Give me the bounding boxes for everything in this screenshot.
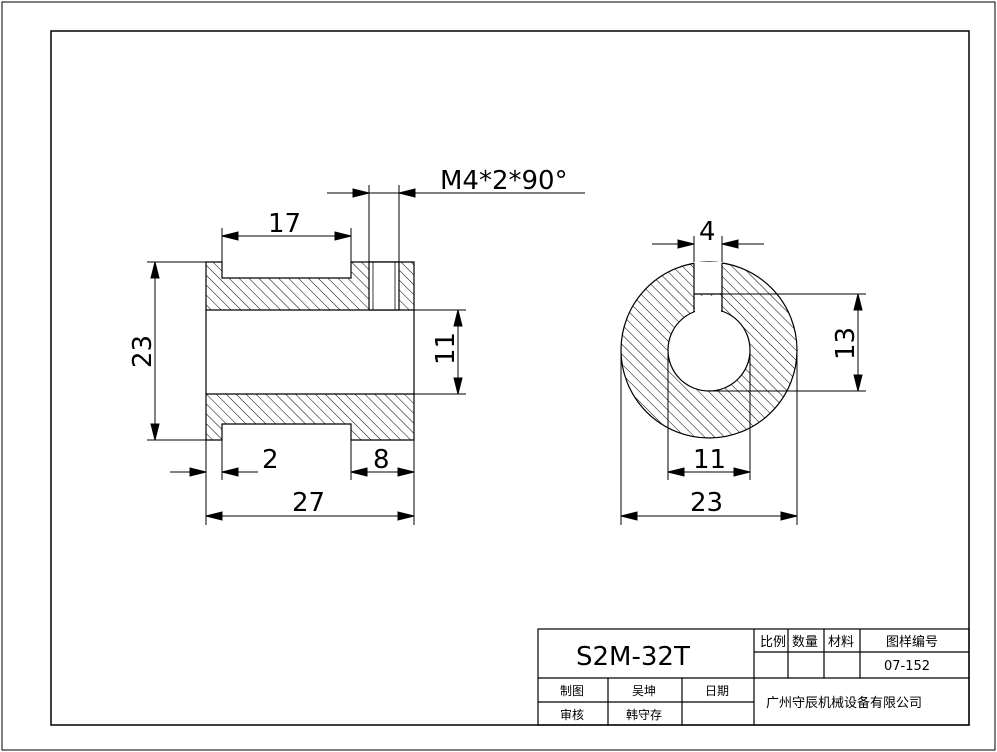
dim-hub-to-end: 8 — [373, 445, 390, 475]
company-name: 广州守辰机械设备有限公司 — [766, 695, 922, 711]
side-view — [205, 261, 415, 441]
checked-label: 审核 — [560, 707, 584, 722]
side-view-dimensions — [147, 185, 585, 525]
side-view-bottom-section — [205, 393, 415, 441]
dim-flange-width: 2 — [262, 445, 279, 475]
header-qty: 数量 — [792, 635, 818, 650]
drawn-label: 制图 — [560, 684, 584, 698]
drawing-no: 07-152 — [884, 659, 930, 674]
set-screw-hole — [369, 262, 399, 310]
dim-bore-front: 11 — [693, 445, 726, 475]
dim-thread-spec: M4*2*90° — [440, 166, 568, 196]
header-scale: 比例 — [760, 635, 786, 650]
title-block — [537, 628, 970, 726]
date-label: 日期 — [705, 684, 729, 698]
drawn-by: 吴坤 — [632, 683, 656, 698]
sheet-border-inner — [50, 30, 970, 726]
front-view-dimensions — [620, 236, 866, 525]
dim-hub-length: 17 — [268, 209, 301, 239]
dim-keyway-width: 4 — [699, 217, 716, 247]
dim-bore-side: 11 — [431, 332, 461, 365]
dim-outer-diameter-front: 23 — [690, 488, 723, 518]
dim-outer-diameter-side: 23 — [128, 335, 158, 368]
header-material: 材料 — [828, 635, 854, 650]
header-drawing-no: 图样编号 — [886, 635, 938, 650]
dim-keyway-depth: 13 — [831, 327, 861, 360]
dim-total-length: 27 — [292, 488, 325, 518]
part-number: S2M-32T — [576, 642, 690, 672]
checked-by: 韩守存 — [626, 707, 662, 722]
front-view — [620, 261, 798, 439]
keyway — [694, 262, 722, 294]
